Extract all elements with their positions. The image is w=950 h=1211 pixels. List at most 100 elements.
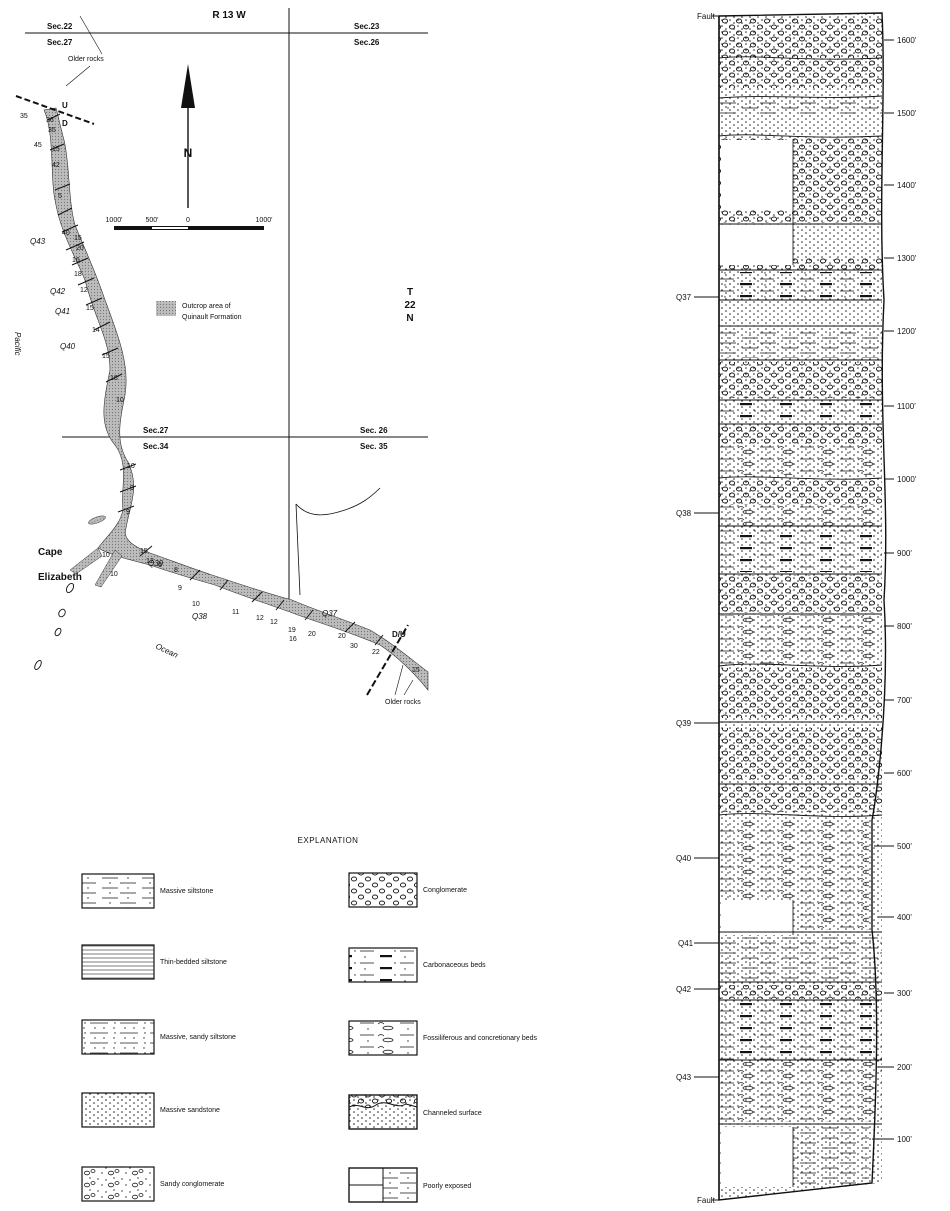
strike-dip-symbols xyxy=(47,113,384,646)
offshore-rocks xyxy=(34,582,75,670)
stratigraphic-column: Fault Fault 1600' 1500' 1400' 1300' 1200… xyxy=(676,12,917,1205)
svg-text:15: 15 xyxy=(74,235,82,242)
svg-text:Q38: Q38 xyxy=(676,509,692,518)
svg-text:900': 900' xyxy=(897,549,912,558)
svg-text:15: 15 xyxy=(102,353,110,360)
svg-text:20: 20 xyxy=(76,245,84,252)
svg-text:19: 19 xyxy=(288,627,296,634)
svg-text:N: N xyxy=(406,313,413,324)
stream xyxy=(295,487,381,516)
svg-text:800': 800' xyxy=(897,622,912,631)
svg-text:15: 15 xyxy=(52,146,60,153)
svg-text:T: T xyxy=(407,287,413,298)
svg-text:Q37: Q37 xyxy=(322,609,338,618)
leader-line xyxy=(394,664,404,696)
svg-text:Fault: Fault xyxy=(697,1196,716,1205)
svg-text:12: 12 xyxy=(80,287,88,294)
svg-text:D/U: D/U xyxy=(392,630,406,639)
fault-top: U D xyxy=(15,95,95,128)
sample-labels: Q43 Q42 Q41 Q40 Q39 Q38 Q37 xyxy=(30,237,338,621)
dip-values: 35 36 35 45 15 42 5 40 15 20 16 18 12 15… xyxy=(20,113,420,674)
explanation: EXPLANATION Massive siltstone Thin-bedde… xyxy=(81,836,538,1203)
svg-text:40: 40 xyxy=(62,230,70,237)
fault-label-bottom: Fault xyxy=(697,1196,719,1205)
svg-text:Fossiliferous and concretionar: Fossiliferous and concretionary beds xyxy=(423,1035,538,1042)
svg-text:Elizabeth: Elizabeth xyxy=(38,572,82,583)
svg-text:1200': 1200' xyxy=(897,327,917,336)
svg-text:6: 6 xyxy=(158,562,162,569)
cape-finger xyxy=(94,549,123,588)
svg-text:500': 500' xyxy=(145,217,158,224)
svg-text:11: 11 xyxy=(232,609,239,616)
svg-text:9: 9 xyxy=(178,585,182,592)
outcrop-legend: Outcrop area of Quinault Formation xyxy=(156,301,242,321)
svg-text:Q42: Q42 xyxy=(676,985,692,994)
section-label: Sec.26 xyxy=(354,38,380,47)
svg-text:Massive, sandy siltstone: Massive, sandy siltstone xyxy=(160,1034,236,1041)
svg-text:1300': 1300' xyxy=(897,254,917,263)
svg-text:Poorly exposed: Poorly exposed xyxy=(423,1183,471,1190)
svg-text:1600': 1600' xyxy=(897,36,917,45)
svg-text:Carbonaceous beds: Carbonaceous beds xyxy=(423,962,486,969)
svg-text:500': 500' xyxy=(897,842,912,851)
north-arrow-icon: N xyxy=(181,64,195,208)
svg-text:Channeled surface: Channeled surface xyxy=(423,1110,482,1117)
legend-item: Sandy conglomerate xyxy=(81,1166,224,1202)
svg-text:12: 12 xyxy=(270,619,278,626)
section-label: Sec. 35 xyxy=(360,442,388,451)
svg-text:Q40: Q40 xyxy=(676,854,692,863)
svg-text:14: 14 xyxy=(92,327,100,334)
svg-text:Q38: Q38 xyxy=(192,612,208,621)
svg-text:1400': 1400' xyxy=(897,181,917,190)
svg-text:22: 22 xyxy=(404,300,416,311)
svg-text:42: 42 xyxy=(52,162,60,169)
svg-text:18: 18 xyxy=(110,375,118,382)
pacific-label: Pacific xyxy=(13,332,22,356)
legend-item: Poorly exposed xyxy=(348,1167,471,1203)
svg-text:15: 15 xyxy=(140,548,148,555)
poorly-exposed xyxy=(721,140,794,1187)
svg-text:1000': 1000' xyxy=(897,475,917,484)
legend-item: Thin-bedded siltstone xyxy=(81,944,227,980)
section-label: Sec.27 xyxy=(143,426,169,435)
older-rocks-label: Older rocks xyxy=(68,56,104,63)
section-label: Sec. 26 xyxy=(360,426,388,435)
depth-scale: 1600' 1500' 1400' 1300' 1200' 1100' 1000… xyxy=(872,36,917,1144)
svg-text:36: 36 xyxy=(46,117,54,124)
svg-text:Massive siltstone: Massive siltstone xyxy=(160,888,213,895)
offshore-rock xyxy=(88,515,106,525)
svg-text:35: 35 xyxy=(20,113,28,120)
legend-item: Massive, sandy siltstone xyxy=(81,1019,236,1055)
township-label: T 22 N xyxy=(404,287,416,324)
svg-text:18: 18 xyxy=(74,271,82,278)
svg-text:U: U xyxy=(62,101,68,110)
svg-text:Q39: Q39 xyxy=(676,719,692,728)
section-label: Sec.22 xyxy=(47,22,73,31)
leader-line xyxy=(65,65,91,87)
svg-text:700': 700' xyxy=(897,696,912,705)
svg-text:12: 12 xyxy=(256,615,264,622)
svg-text:Quinault Formation: Quinault Formation xyxy=(182,314,242,321)
bed-boundaries xyxy=(718,56,883,1125)
svg-text:Outcrop area of: Outcrop area of xyxy=(182,303,231,310)
svg-text:30: 30 xyxy=(350,643,358,650)
svg-text:22: 22 xyxy=(372,649,380,656)
svg-text:12: 12 xyxy=(146,558,154,565)
svg-text:10: 10 xyxy=(116,397,124,404)
svg-text:8: 8 xyxy=(174,567,178,574)
svg-text:16: 16 xyxy=(72,257,80,264)
section-label: Sec.23 xyxy=(354,22,380,31)
leader-line xyxy=(79,15,103,55)
svg-text:1100': 1100' xyxy=(897,402,916,411)
svg-text:300': 300' xyxy=(897,989,912,998)
svg-text:5: 5 xyxy=(58,193,62,200)
svg-text:Q41: Q41 xyxy=(55,307,70,316)
svg-text:400': 400' xyxy=(897,913,912,922)
svg-text:Q42: Q42 xyxy=(50,287,66,296)
cape-elizabeth-label: Cape Elizabeth xyxy=(38,547,82,583)
outcrop-belt xyxy=(43,107,429,691)
svg-text:9: 9 xyxy=(130,485,134,492)
scale-bar: 1000' 500' 0 1000' xyxy=(106,217,272,230)
svg-text:N: N xyxy=(184,146,193,160)
